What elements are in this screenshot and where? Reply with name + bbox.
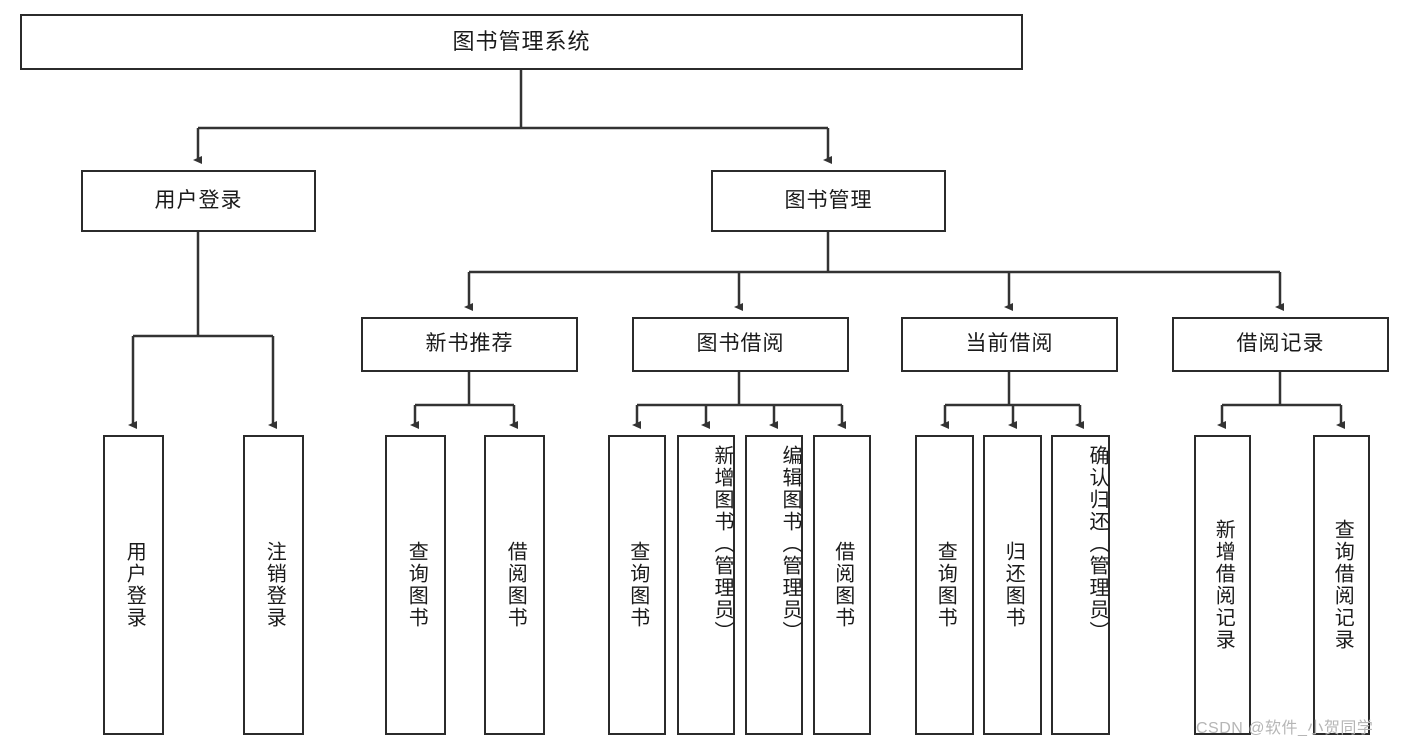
leaf-add-borrow-record[interactable]: 新增借阅记录	[1194, 435, 1251, 735]
leaf-borrow-book-recommend[interactable]: 借阅图书	[484, 435, 545, 735]
leaf-user-login[interactable]: 用户登录	[103, 435, 164, 735]
leaf-edit-book-admin[interactable]: 编辑图书（管理员）	[745, 435, 803, 735]
leaf-query-book-current[interactable]: 查询图书	[915, 435, 974, 735]
leaf-query-book-borrow[interactable]: 查询图书	[608, 435, 666, 735]
csdn-watermark: CSDN @软件_小贺同学	[1196, 720, 1374, 737]
leaf-confirm-return-admin[interactable]: 确认归还（管理员）	[1051, 435, 1110, 735]
node-book-management[interactable]: 图书管理	[711, 170, 946, 232]
leaf-query-borrow-record[interactable]: 查询借阅记录	[1313, 435, 1370, 735]
node-user-login[interactable]: 用户登录	[81, 170, 316, 232]
node-root-book-management-system[interactable]: 图书管理系统	[20, 14, 1023, 70]
leaf-user-logout[interactable]: 注销登录	[243, 435, 304, 735]
leaf-add-book-admin[interactable]: 新增图书（管理员）	[677, 435, 735, 735]
leaf-return-book[interactable]: 归还图书	[983, 435, 1042, 735]
leaf-query-book-recommend[interactable]: 查询图书	[385, 435, 446, 735]
node-new-book-recommend[interactable]: 新书推荐	[361, 317, 578, 372]
node-borrow-record[interactable]: 借阅记录	[1172, 317, 1389, 372]
node-book-borrow[interactable]: 图书借阅	[632, 317, 849, 372]
leaf-borrow-book-borrow[interactable]: 借阅图书	[813, 435, 871, 735]
node-current-borrow[interactable]: 当前借阅	[901, 317, 1118, 372]
